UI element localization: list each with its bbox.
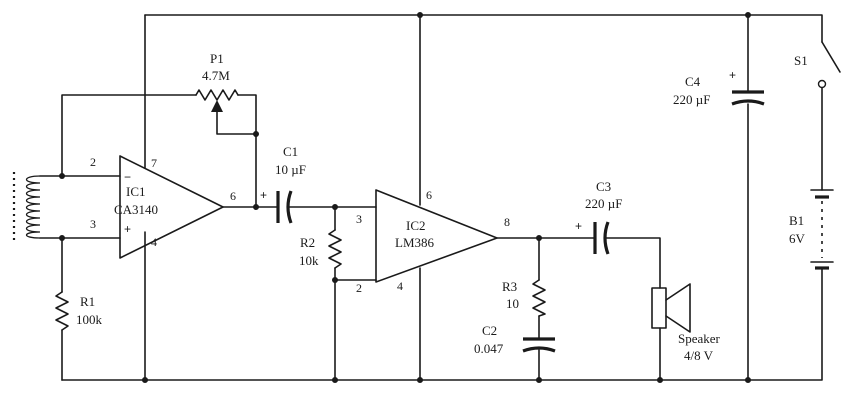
junction-r2-top xyxy=(332,204,338,210)
junction-bottom-ic1 xyxy=(142,377,148,383)
junction-bottom-speaker xyxy=(657,377,663,383)
feedback-left-wire xyxy=(61,94,197,177)
p1-name: P1 xyxy=(210,51,224,66)
junction-bottom-c4 xyxy=(745,377,751,383)
c3-name: C3 xyxy=(596,179,611,194)
c2-capacitor: C2 0.047 xyxy=(474,323,556,356)
s1-switch: S1 xyxy=(794,41,841,89)
c3-to-speaker-wire xyxy=(605,237,661,289)
r2-name: R2 xyxy=(300,235,315,250)
c2-name: C2 xyxy=(482,323,497,338)
p1-wiper-arrow-icon xyxy=(211,100,223,112)
c1-polarity: + xyxy=(260,188,267,202)
ic1-noninverting-sign: + xyxy=(124,222,131,236)
c3-capacitor: + C3 220 µF xyxy=(575,179,622,255)
b1-value: 6V xyxy=(789,231,806,246)
ic1-opamp: IC1 CA3140 − + 2 3 7 4 6 xyxy=(90,155,236,259)
pickup-coil-icon xyxy=(12,172,41,242)
c3-plate-curved-icon xyxy=(603,221,610,255)
junction-ic2-output xyxy=(536,235,542,241)
ic1-pin-2: 2 xyxy=(90,155,96,169)
r2-resistor-icon xyxy=(328,229,342,269)
r1-value: 100k xyxy=(76,312,103,327)
speaker: Speaker 4/8 V xyxy=(651,283,721,363)
junction-bottom-ic2 xyxy=(417,377,423,383)
speaker-name: Speaker xyxy=(678,331,721,346)
p1-resistor-icon xyxy=(195,89,239,101)
r3-resistor-icon xyxy=(532,279,546,317)
speaker-body-icon xyxy=(651,287,667,329)
c3-polarity: + xyxy=(575,219,582,233)
junction-bottom-c2 xyxy=(536,377,542,383)
s1-name: S1 xyxy=(794,53,808,68)
ic1-pin-7: 7 xyxy=(151,156,157,170)
p1-value: 4.7M xyxy=(202,68,230,83)
ic2-pin-3: 3 xyxy=(356,212,362,226)
junction-top-c4 xyxy=(745,12,751,18)
c4-value: 220 µF xyxy=(673,92,710,107)
ic2-name: IC2 xyxy=(406,218,426,233)
c3-value: 220 µF xyxy=(585,196,622,211)
ic1-pin-4: 4 xyxy=(151,235,157,249)
p1-potentiometer: P1 4.7M xyxy=(195,51,239,112)
junction-pin3 xyxy=(59,235,65,241)
top-rail-wire xyxy=(144,14,823,43)
ic2-pin-6: 6 xyxy=(426,188,432,202)
r1-name: R1 xyxy=(80,294,95,309)
junction-r2-bottom xyxy=(332,277,338,283)
r3-name: R3 xyxy=(502,279,517,294)
junction-bottom-r2 xyxy=(332,377,338,383)
junction-pin2 xyxy=(59,173,65,179)
junction-p1-wiper xyxy=(253,131,259,137)
ic1-pin-3: 3 xyxy=(90,217,96,231)
junction-ic1-output xyxy=(253,204,259,210)
b1-battery: B1 6V xyxy=(789,189,834,270)
r3-resistor: R3 10 xyxy=(502,279,546,317)
junction-top-ic2 xyxy=(417,12,423,18)
ic1-name: IC1 xyxy=(126,184,146,199)
c1-plate-curved-icon xyxy=(286,190,293,224)
ic2-pin-2: 2 xyxy=(356,281,362,295)
b1-name: B1 xyxy=(789,213,804,228)
speaker-value: 4/8 V xyxy=(684,348,714,363)
speaker-cone-icon xyxy=(665,283,691,333)
feedback-right-wire xyxy=(237,94,257,208)
ic2-pin-4: 4 xyxy=(397,279,403,293)
ic1-pin-6: 6 xyxy=(230,189,236,203)
r3-value: 10 xyxy=(506,296,519,311)
ic2-part: LM386 xyxy=(395,235,435,250)
p1-wiper-wire xyxy=(216,111,257,135)
c4-capacitor: + C4 220 µF xyxy=(673,68,765,107)
c4-name: C4 xyxy=(685,74,701,89)
c2-value: 0.047 xyxy=(474,341,504,356)
r2-value: 10k xyxy=(299,253,319,268)
ic2-pin-8: 8 xyxy=(504,215,510,229)
ic2-triangle-icon xyxy=(375,189,498,283)
junction-dots xyxy=(59,12,751,383)
bottom-rail-wire xyxy=(61,267,823,381)
ic1-part: CA3140 xyxy=(114,202,158,217)
c2-plate-curved-icon xyxy=(522,346,556,353)
s1-lever-icon xyxy=(821,41,841,73)
r2-resistor: R2 10k xyxy=(299,229,342,269)
ic1-triangle-icon xyxy=(119,155,224,259)
ic1-inverting-sign: − xyxy=(124,170,131,184)
ic2-amplifier: IC2 LM386 3 2 6 4 8 xyxy=(356,188,510,295)
r1-resistor: R1 100k xyxy=(55,291,103,331)
r1-resistor-icon xyxy=(55,291,69,331)
c1-capacitor: + C1 10 µF xyxy=(260,144,306,224)
c1-name: C1 xyxy=(283,144,298,159)
c4-plate-curved-icon xyxy=(731,99,765,106)
c4-polarity: + xyxy=(729,68,736,82)
c1-value: 10 µF xyxy=(275,162,306,177)
s1-contact-icon xyxy=(817,79,827,89)
